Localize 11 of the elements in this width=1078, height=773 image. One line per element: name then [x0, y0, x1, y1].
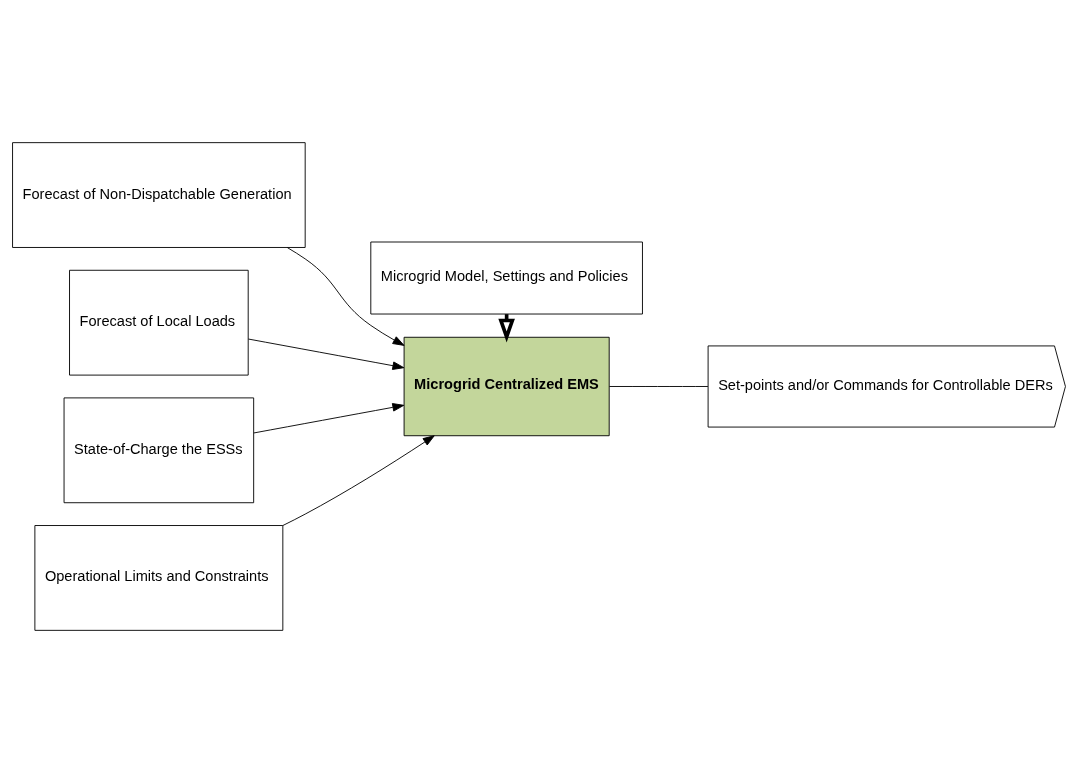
arrow — [247, 338, 405, 370]
node-box: Microgrid Model, Settings and Policies — [370, 241, 643, 315]
node-box: State-of-Charge the ESSs — [63, 397, 255, 504]
node-box: Operational Limits and Constraints — [34, 525, 284, 631]
node-box: Forecast of Non-Dispatchable Generation — [12, 142, 306, 248]
arrow — [282, 435, 435, 526]
node-box: Microgrid Centralized EMS — [403, 336, 610, 437]
arrow — [286, 247, 405, 346]
arrow — [253, 403, 405, 434]
connector — [608, 386, 709, 387]
node-box: Forecast of Local Loads — [69, 269, 249, 376]
